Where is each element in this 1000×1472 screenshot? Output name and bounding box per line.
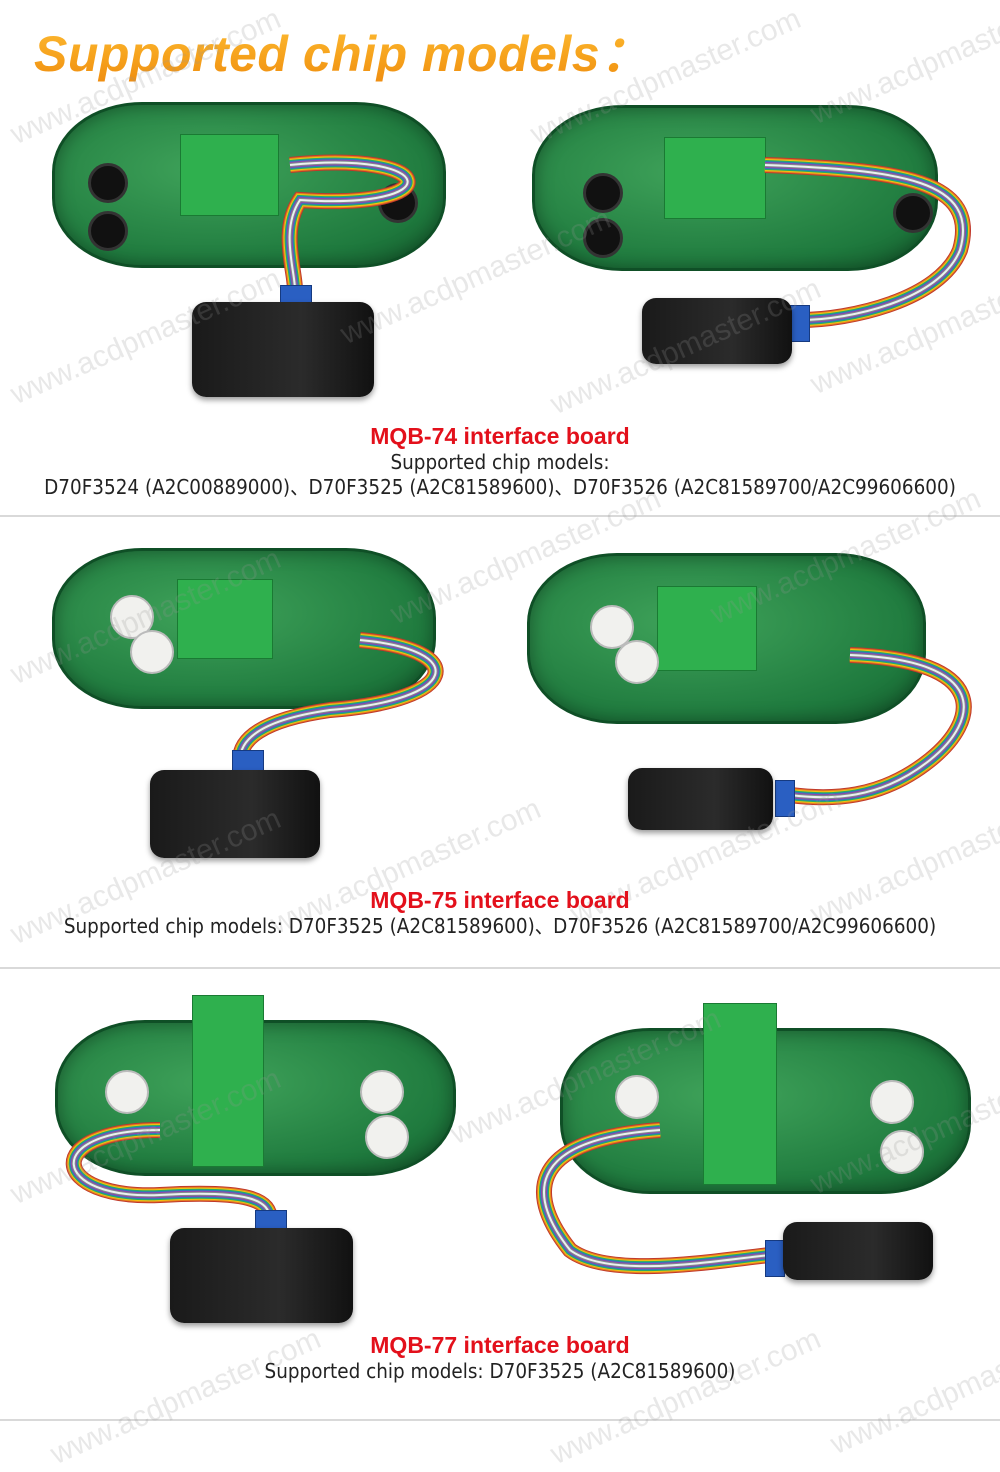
mini-acdp-device [642, 298, 792, 364]
chip-models-list: Supported chip models: D70F3525 (A2C8158… [63, 914, 937, 938]
gauge-stepper [880, 1130, 924, 1174]
mini-acdp-device [783, 1222, 933, 1280]
ribbon-cable [281, 154, 416, 291]
ribbon-cable [536, 1122, 771, 1275]
mini-acdp-device [170, 1228, 353, 1323]
section-mqb74-caption: MQB-74 interface board Supported chip mo… [0, 422, 1000, 500]
ribbon-cable [764, 157, 971, 328]
divider [0, 967, 1000, 969]
gauge-stepper [365, 1115, 409, 1159]
mini-acdp-device [628, 768, 773, 830]
interface-board [664, 137, 766, 219]
mini-acdp-device [150, 770, 320, 858]
knob-component [583, 173, 623, 213]
chip-models-list: Supported chip models: D70F3525 (A2C8158… [264, 1359, 736, 1383]
gauge-stepper [360, 1070, 404, 1114]
section-mqb75-caption: MQB-75 interface board Supported chip mo… [0, 886, 1000, 939]
gauge-stepper [615, 1075, 659, 1119]
divider [0, 1419, 1000, 1421]
ribbon-cable [232, 632, 444, 761]
chip-models-label: Supported chip models: [390, 450, 610, 474]
section-heading: MQB-74 interface board [370, 423, 630, 449]
knob-component [583, 218, 623, 258]
knob-component [88, 211, 128, 251]
gauge-stepper [130, 630, 174, 674]
mini-acdp-device [192, 302, 374, 397]
ribbon-cable [65, 1122, 278, 1221]
section-mqb77-caption: MQB-77 interface board Supported chip mo… [0, 1331, 1000, 1384]
knob-component [88, 163, 128, 203]
chip-models-list: D70F3524 (A2C00889000)、D70F3525 (A2C8158… [44, 475, 956, 499]
cable-connector [775, 780, 795, 817]
section-heading: MQB-75 interface board [370, 887, 630, 913]
knob-component [893, 193, 933, 233]
page-title: Supported chip models： [34, 14, 651, 86]
section-heading: MQB-77 interface board [370, 1332, 630, 1358]
interface-board [192, 995, 264, 1167]
ribbon-cable [789, 647, 972, 806]
gauge-stepper [105, 1070, 149, 1114]
interface-board [703, 1003, 777, 1185]
cable-connector [765, 1240, 785, 1277]
interface-board [656, 586, 757, 671]
gauge-stepper [870, 1080, 914, 1124]
interface-board [176, 579, 274, 659]
gauge-stepper [615, 640, 659, 684]
interface-board [180, 134, 280, 216]
divider [0, 515, 1000, 517]
